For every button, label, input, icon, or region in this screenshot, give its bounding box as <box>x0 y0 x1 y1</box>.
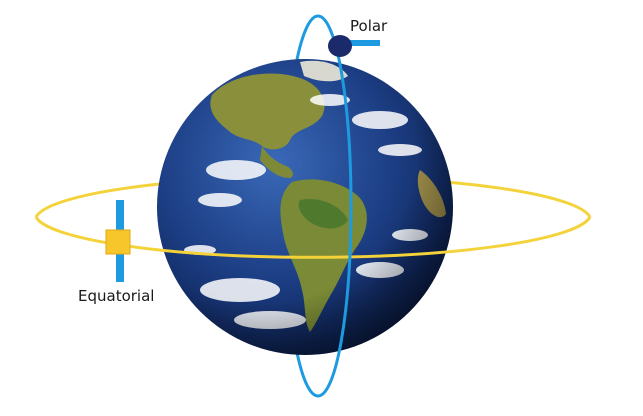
equatorial-satellite-icon <box>105 200 131 282</box>
polar-label: Polar <box>350 17 388 35</box>
equatorial-label: Equatorial <box>78 287 154 305</box>
earth-globe-icon <box>157 59 453 355</box>
polar-satellite-icon <box>328 35 380 57</box>
equatorial-orbit-front <box>34 216 592 259</box>
